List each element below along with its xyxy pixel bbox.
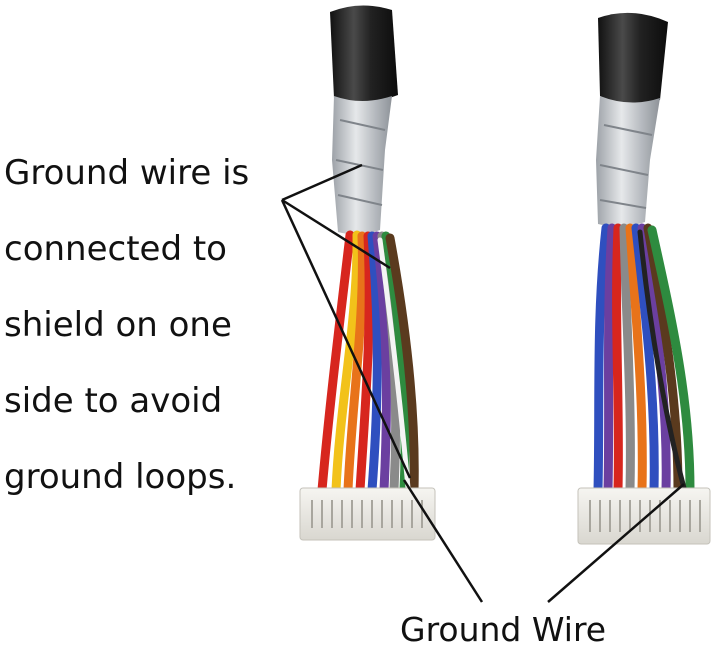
ground-wire-label: Ground Wire: [400, 610, 607, 649]
callout-line-long: [280, 199, 412, 479]
callout-line-3: shield on one: [4, 305, 232, 345]
callout-line-top: [281, 163, 363, 202]
callout-line-1: Ground wire is: [4, 153, 250, 193]
right-heatshrink: [598, 12, 668, 105]
callout-line-4: side to avoid: [4, 381, 223, 421]
right-foil-shield: [596, 96, 660, 227]
callout-lines: [280, 163, 685, 603]
left-heatshrink: [330, 5, 398, 103]
callout-line-mid: [281, 198, 391, 270]
left-cable-assembly: [299, 5, 436, 541]
callout-line-2: connected to: [4, 229, 227, 269]
left-wire-bundle: [317, 230, 419, 495]
ground-line-left: [402, 479, 484, 603]
right-wire-bundle: [593, 223, 695, 495]
callout-annotation: Ground wire is connected to shield on on…: [4, 116, 304, 534]
callout-line-5: ground loops.: [4, 457, 237, 497]
ground-line-right: [547, 483, 685, 603]
right-cable-assembly: [577, 12, 711, 545]
